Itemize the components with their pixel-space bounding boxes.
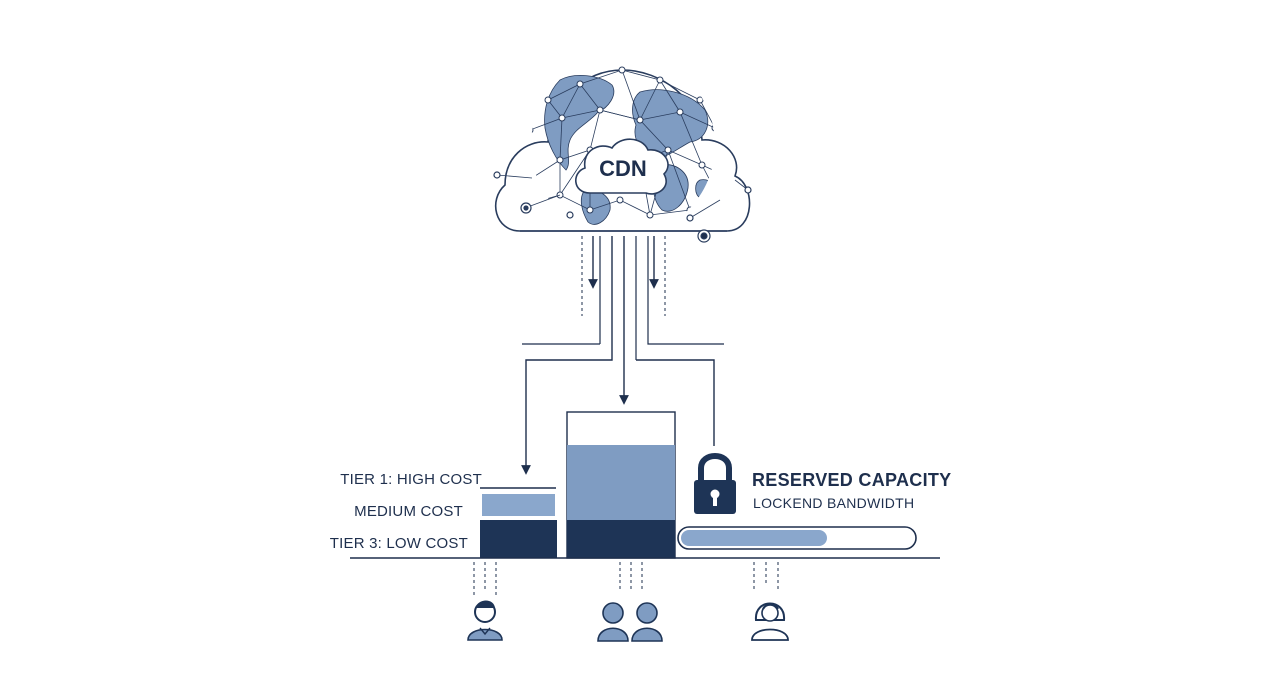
- user-female-icon: [751, 602, 789, 641]
- user-icon: [467, 600, 503, 641]
- reserved-capacity-title: RESERVED CAPACITY: [752, 470, 952, 490]
- connectors: [521, 236, 724, 475]
- reserved-capacity-subtitle: LOCKEND BANDWIDTH: [753, 495, 915, 511]
- tier-2-label: MEDIUM COST: [354, 503, 463, 520]
- padlock-icon: [694, 453, 736, 514]
- center-low-block: [567, 520, 675, 558]
- reserved-bar-fill: [681, 530, 827, 546]
- tier-low-block: [480, 520, 557, 558]
- globe-network-icon: [493, 66, 752, 243]
- continent-americas: [544, 75, 615, 171]
- reserved-bandwidth-bar: [677, 526, 917, 550]
- center-tier-stack: [566, 411, 676, 559]
- continent-south-america: [580, 189, 611, 225]
- cdn-bubble: [575, 138, 669, 195]
- user-stems: [473, 562, 779, 596]
- tier-1-label: TIER 1: HIGH COST: [340, 471, 482, 488]
- cdn-label: CDN: [599, 156, 647, 181]
- left-tier-stack: [480, 487, 557, 558]
- tier-3-label: TIER 3: LOW COST: [329, 535, 468, 552]
- user-group-icon: [597, 602, 663, 642]
- center-medium-block: [567, 445, 675, 520]
- edge-nodes: [493, 171, 752, 243]
- route-to-left-stack: [521, 236, 613, 475]
- continent-eurasia: [632, 89, 709, 159]
- tier-medium-block: [482, 494, 555, 516]
- route-to-reserved: [636, 359, 715, 446]
